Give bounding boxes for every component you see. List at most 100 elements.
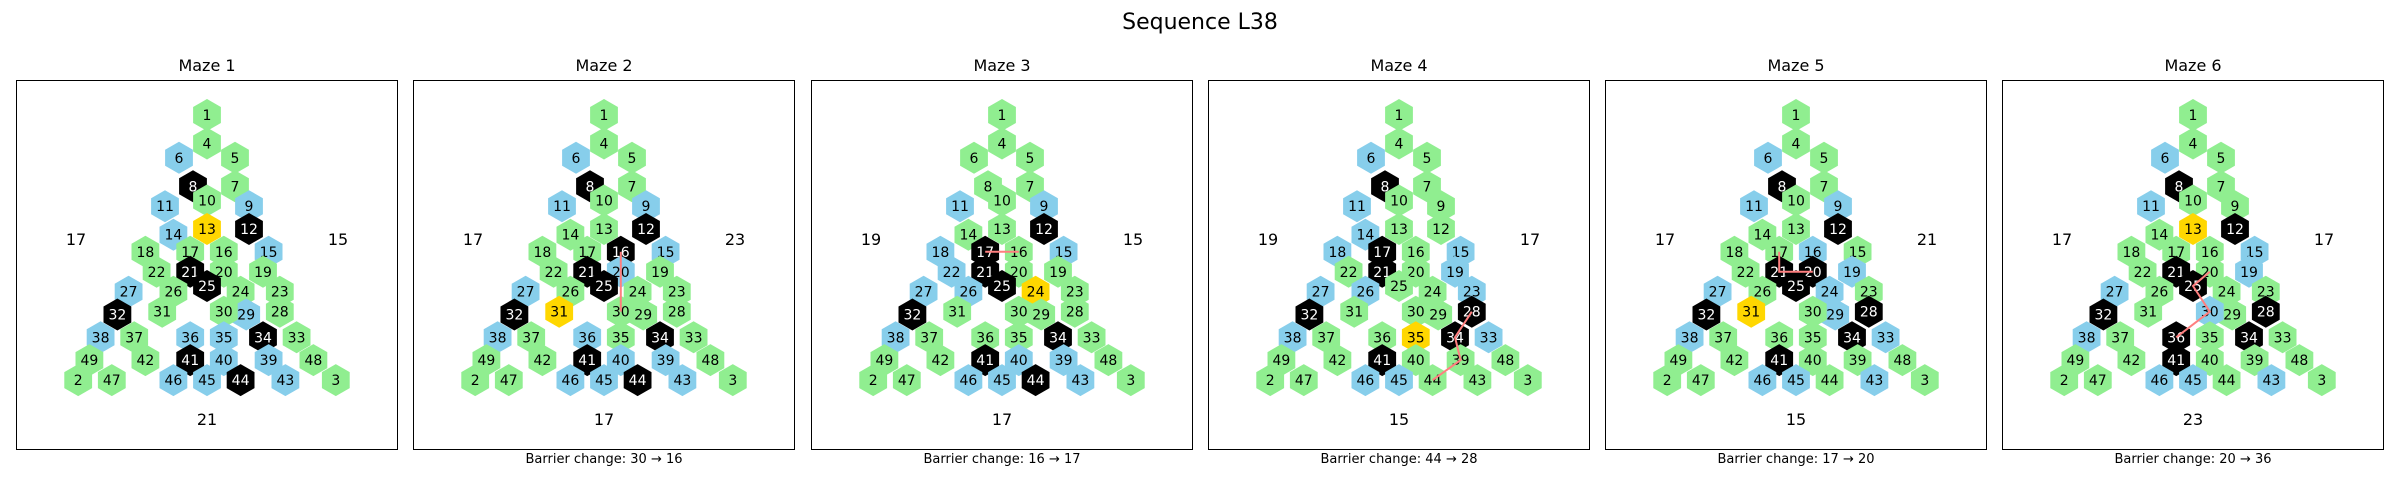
hex-shape [1049, 344, 1078, 377]
hex-cell: 28 [662, 295, 691, 328]
hex-shape [1343, 190, 1371, 223]
hex-label: 11 [951, 199, 969, 215]
hex-shape [131, 344, 160, 377]
hex-label: 44 [1821, 373, 1839, 389]
hex-cell: 42 [1720, 344, 1749, 377]
hex-shape [1401, 235, 1430, 268]
hex-cell: 49 [2061, 344, 2090, 377]
hex-label: 20 [1804, 265, 1822, 281]
hex-cell: 19 [249, 255, 277, 288]
hex-label: 5 [2217, 151, 2226, 167]
hex-shape [2061, 344, 2090, 377]
hex-label: 4 [203, 137, 212, 153]
hex-shape [2179, 127, 2207, 160]
hex-cell: 35 [1004, 321, 1033, 354]
hex-shape [2106, 321, 2135, 354]
hex-shape [193, 213, 221, 245]
hex-shape [1401, 295, 1430, 328]
hex-label: 35 [1804, 330, 1822, 346]
hex-cell: 46 [159, 364, 188, 397]
hex-label: 34 [1049, 330, 1067, 346]
hex-shape [590, 213, 618, 245]
hex-label: 47 [1692, 373, 1710, 389]
hex-shape [943, 295, 972, 328]
hex-shape [86, 321, 115, 354]
hex-cell: 5 [618, 141, 646, 174]
hex-shape [2134, 295, 2163, 328]
hex-shape [1306, 275, 1335, 308]
hex-label: 18 [2122, 245, 2140, 261]
hex-label: 11 [1348, 199, 1366, 215]
hex-label: 12 [1432, 222, 1450, 238]
hex-label: 19 [2240, 265, 2258, 281]
hex-cell: 10 [590, 184, 618, 217]
hex-shape [556, 364, 585, 397]
hex-label: 3 [1523, 373, 1532, 389]
hex-shape [1843, 344, 1872, 377]
hex-shape [915, 321, 944, 354]
maze-title: Maze 4 [1370, 56, 1428, 75]
hex-cell: 19 [1441, 255, 1469, 288]
hex-shape [2212, 364, 2241, 397]
hex-label: 32 [1697, 308, 1715, 324]
hex-label: 7 [231, 179, 240, 195]
hex-shape [209, 344, 238, 377]
hex-label: 5 [1820, 151, 1829, 167]
hex-label: 25 [1390, 279, 1408, 295]
bottom-label: 21 [197, 410, 217, 429]
hex-shape [1441, 255, 1469, 288]
hex-cell: 17 [573, 235, 602, 268]
hex-shape [2117, 344, 2146, 377]
hex-label: 45 [1787, 373, 1805, 389]
hex-label: 21 [578, 265, 596, 281]
hex-cell: 1 [988, 99, 1016, 131]
hex-shape [176, 235, 205, 268]
hex-cell: 37 [2106, 321, 2135, 354]
hex-label: 6 [1367, 151, 1376, 167]
hex-shape [209, 321, 238, 354]
hex-label: 27 [517, 285, 535, 301]
hex-shape [1821, 298, 1850, 331]
hex-cell: 10 [193, 184, 221, 217]
hex-label: 23 [1066, 285, 1084, 301]
hex-label: 27 [2106, 285, 2124, 301]
hex-cell: 25 [1782, 270, 1810, 302]
hex-cell: 13 [1385, 213, 1413, 245]
hex-label: 37 [125, 330, 143, 346]
hex-cell: 11 [1343, 190, 1371, 223]
side-label-left: 19 [1258, 230, 1278, 249]
hex-cell: 32 [2089, 298, 2118, 331]
hex-cell: 44 [1815, 364, 1844, 397]
hex-label: 2 [74, 373, 83, 389]
hex-label: 42 [2122, 353, 2140, 369]
hex-cell: 11 [946, 190, 974, 223]
hex-shape [1401, 344, 1430, 377]
hex-cell: 4 [590, 127, 618, 160]
hex-shape [2240, 344, 2269, 377]
hex-label: 36 [1373, 330, 1391, 346]
hex-cell: 1 [193, 99, 221, 131]
hex-cell: 12 [1030, 213, 1058, 245]
hex-cell: 47 [494, 364, 523, 397]
hex-cell: 49 [1267, 344, 1296, 377]
hex-cell: 42 [131, 344, 160, 377]
hex-cell: 11 [151, 190, 179, 223]
hex-shape [1116, 364, 1145, 397]
hex-label: 23 [271, 285, 289, 301]
hex-cell: 35 [1798, 321, 1827, 354]
hex-cell: 17 [2162, 235, 2191, 268]
hex-cell: 37 [517, 321, 546, 354]
hex-cell: 17 [1368, 235, 1397, 268]
hex-shape [971, 344, 1000, 377]
hex-shape [590, 364, 618, 397]
hex-cell: 30 [1401, 295, 1430, 328]
hex-shape [1004, 344, 1033, 377]
hex-cell: 35 [209, 321, 238, 354]
hex-cell: 16 [1401, 235, 1430, 268]
hex-label: 37 [522, 330, 540, 346]
hex-label: 28 [1066, 305, 1084, 321]
hex-label: 17 [2167, 245, 2185, 261]
hex-shape [1815, 364, 1844, 397]
hex-cell: 49 [75, 344, 104, 377]
